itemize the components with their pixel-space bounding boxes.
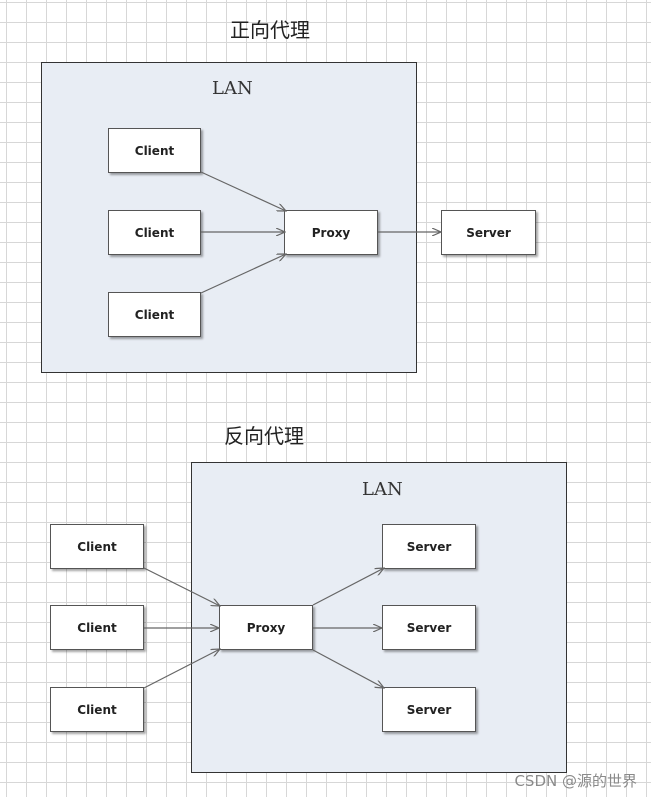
reverse-client-3: Client bbox=[50, 687, 144, 732]
forward-client-2: Client bbox=[108, 210, 201, 255]
forward-arrow-client3-proxy bbox=[200, 254, 286, 294]
reverse-arrow-proxy-server3 bbox=[312, 649, 384, 688]
forward-server-node: Server bbox=[441, 210, 536, 255]
reverse-client-1: Client bbox=[50, 524, 144, 569]
reverse-arrow-client1-proxy bbox=[143, 567, 220, 606]
watermark: CSDN @源的世界 bbox=[514, 772, 637, 790]
reverse-server-2: Server bbox=[382, 605, 476, 650]
reverse-server-3: Server bbox=[382, 687, 476, 732]
forward-proxy-title: 正向代理 bbox=[230, 18, 310, 42]
forward-proxy-node: Proxy bbox=[284, 210, 378, 255]
reverse-lan-label: LAN bbox=[362, 479, 403, 500]
reverse-client-2: Client bbox=[50, 605, 144, 650]
forward-client-3: Client bbox=[108, 292, 201, 337]
reverse-server-1: Server bbox=[382, 524, 476, 569]
forward-client-1: Client bbox=[108, 128, 201, 173]
reverse-arrow-client3-proxy bbox=[143, 649, 220, 689]
forward-lan-label: LAN bbox=[212, 78, 253, 99]
forward-arrow-client1-proxy bbox=[200, 171, 286, 211]
reverse-proxy-title: 反向代理 bbox=[224, 424, 304, 448]
reverse-arrow-proxy-server1 bbox=[312, 568, 384, 606]
